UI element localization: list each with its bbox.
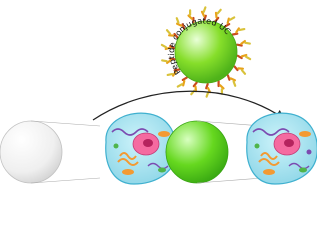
- peptide-segment: [238, 28, 246, 31]
- peptide-segment: [176, 22, 183, 27]
- peptide-segment: [181, 23, 186, 30]
- cell-right: [246, 112, 317, 185]
- peptide-chain: [217, 80, 225, 95]
- peptide-ucnp-particle: Peptide conjugated UCNPs: [0, 0, 252, 98]
- ucnp-sphere: [174, 20, 238, 84]
- peptide-segment: [169, 44, 176, 50]
- zoom-line-bottom: [30, 177, 101, 184]
- peptide-segment: [169, 57, 176, 61]
- peptide-segment: [224, 23, 231, 28]
- peptide-chain: [187, 9, 195, 24]
- vesicle: [254, 143, 260, 149]
- peptide-chain: [161, 57, 176, 65]
- peptide-chain: [236, 53, 252, 61]
- peptide-segment: [202, 6, 207, 13]
- peptide-segment: [226, 17, 230, 25]
- peptide-segment: [172, 70, 177, 77]
- vesicle: [306, 149, 312, 155]
- peptide-chain: [236, 39, 251, 47]
- peptide-segment: [240, 69, 247, 75]
- peptide-segment: [216, 8, 222, 15]
- peptide-chain: [160, 43, 176, 51]
- peptide-segment: [229, 77, 236, 82]
- peptide-segment: [245, 55, 252, 61]
- peptide-segment: [160, 43, 167, 49]
- zoom-line-bottom-right: [196, 177, 263, 184]
- vesicle: [299, 167, 307, 173]
- peptide-segment: [173, 32, 179, 39]
- peptide-segment: [166, 72, 174, 77]
- peptide-chain: [231, 27, 246, 36]
- peptide-chain: [226, 74, 237, 87]
- peptide-segment: [236, 54, 243, 60]
- peptide-chain: [205, 82, 212, 98]
- nucleolus: [284, 139, 294, 147]
- peptide-segment: [200, 10, 206, 17]
- peptide-segment: [232, 80, 237, 87]
- peptide-chain: [214, 8, 222, 23]
- peptide-segment: [226, 74, 231, 81]
- peptide-chain: [165, 29, 179, 39]
- peptide-segment: [229, 16, 236, 21]
- golgi-apparatus: [119, 152, 137, 160]
- peptide-segment: [240, 53, 248, 58]
- peptide-segment: [219, 84, 225, 90]
- peptide-segment: [187, 14, 193, 20]
- peptide-segment: [161, 59, 168, 63]
- peptide-chain: [175, 17, 186, 30]
- peptide-segment: [244, 41, 251, 45]
- peptide-chain: [224, 16, 236, 28]
- peptide-segment: [164, 46, 172, 51]
- peptide-chain: [190, 81, 198, 96]
- golgi-apparatus: [260, 152, 278, 160]
- golgi-apparatus: [258, 158, 280, 166]
- zoom-line-top: [30, 120, 101, 127]
- endoplasmic-reticulum: [111, 128, 149, 136]
- mitochondrion: [158, 131, 170, 137]
- peptide-segment: [182, 79, 186, 87]
- peptide-segment: [166, 59, 172, 65]
- mitochondrion: [299, 131, 311, 137]
- peptide-segment: [214, 16, 220, 23]
- peptide-segment: [233, 65, 239, 72]
- peptide-segment: [175, 17, 180, 24]
- peptide-segment: [192, 81, 198, 88]
- uptake-arrow: [92, 90, 285, 121]
- peptide-segment: [240, 39, 246, 45]
- peptide-chain: [176, 76, 188, 88]
- peptide-segment: [206, 86, 212, 94]
- peptide-chain: [166, 68, 181, 77]
- plain-sphere-left: [0, 120, 101, 184]
- peptide-segment: [231, 32, 239, 36]
- cell-uptake-diagram: Peptide conjugated UCNPs: [0, 0, 317, 185]
- peptide-segment: [214, 11, 218, 19]
- peptide-segment: [194, 85, 198, 93]
- peptide-segment: [203, 14, 207, 22]
- peptide-chains: [160, 6, 252, 98]
- endoplasmic-reticulum: [252, 128, 290, 136]
- peptide-segment: [165, 29, 172, 35]
- cell-left: [105, 112, 177, 185]
- nucleolus: [143, 139, 153, 147]
- peptide-segment: [205, 82, 209, 90]
- peptide-chain: [200, 6, 207, 22]
- vesicle: [113, 143, 119, 149]
- peptide-segment: [235, 27, 240, 34]
- mitochondrion: [263, 169, 275, 175]
- peptide-segment: [181, 76, 188, 82]
- mitochondrion: [122, 169, 134, 175]
- vesicle: [158, 167, 166, 173]
- endoplasmic-reticulum: [288, 162, 310, 170]
- endoplasmic-reticulum: [147, 162, 169, 170]
- peptide-segment: [236, 43, 243, 47]
- peptide-segment: [173, 68, 181, 72]
- peptide-segment: [205, 91, 210, 98]
- golgi-apparatus: [117, 158, 139, 166]
- peptide-chain: [233, 65, 247, 75]
- peptide-segment: [176, 83, 183, 88]
